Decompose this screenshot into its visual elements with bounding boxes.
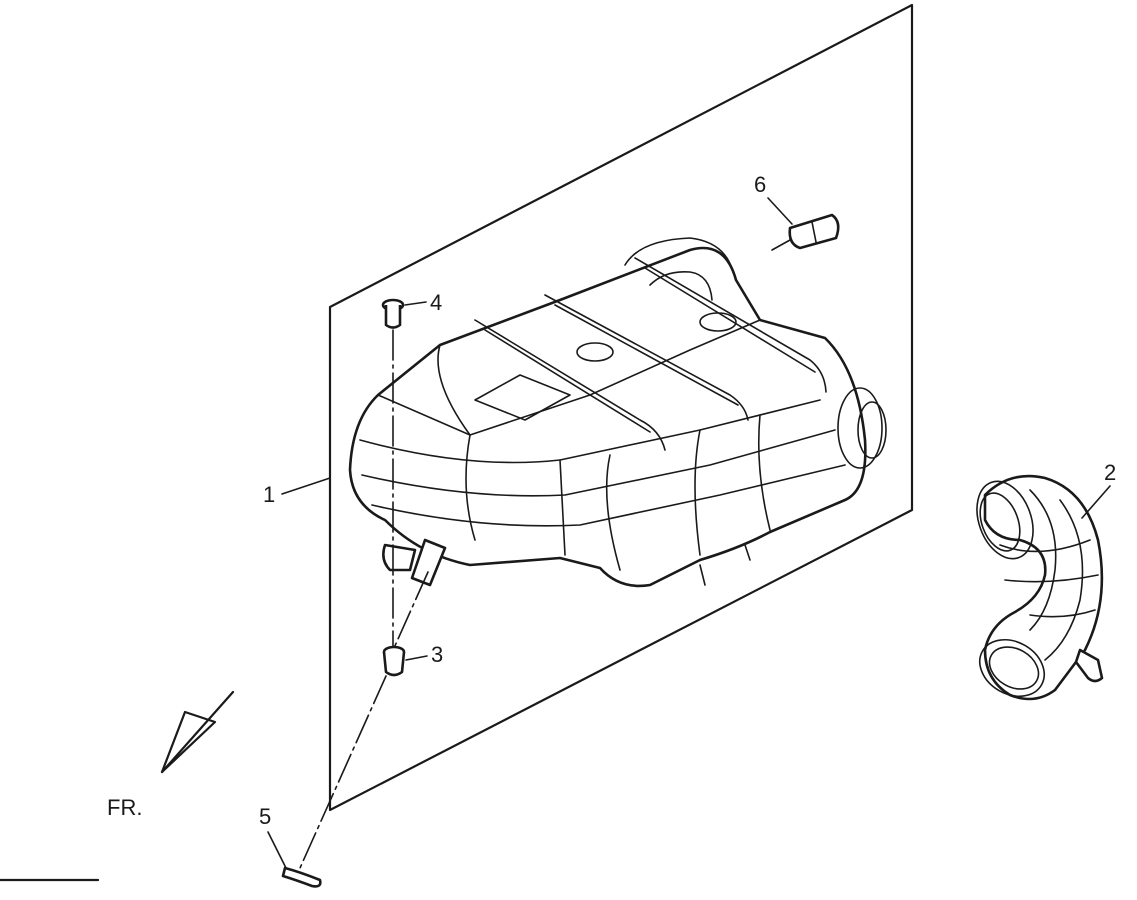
- callout-6: 6: [754, 172, 766, 197]
- clip-part-5[interactable]: [281, 866, 322, 888]
- grommet-part-4[interactable]: [381, 298, 405, 329]
- leader-line-1: [281, 477, 331, 495]
- callout-1: 1: [263, 482, 275, 507]
- leader-line-6: [767, 197, 793, 225]
- assembly-line-drain: [393, 571, 429, 649]
- assembly-line-5: [299, 675, 387, 869]
- front-direction-arrow-icon: [160, 690, 235, 774]
- callout-4: 4: [430, 290, 442, 315]
- leader-line-4: [404, 301, 427, 306]
- leader-line-3: [405, 655, 428, 661]
- callout-2: 2: [1104, 460, 1116, 485]
- grommet-part-3[interactable]: [382, 645, 406, 677]
- callout-5: 5: [259, 804, 271, 829]
- intake-duct-part[interactable]: [967, 474, 1104, 708]
- leader-line-5: [267, 831, 287, 869]
- callout-3: 3: [431, 642, 443, 667]
- reference-plane: [328, 3, 914, 812]
- leader-line-2: [1081, 485, 1111, 519]
- direction-label: FR.: [107, 795, 142, 820]
- sensor-part[interactable]: [771, 213, 840, 251]
